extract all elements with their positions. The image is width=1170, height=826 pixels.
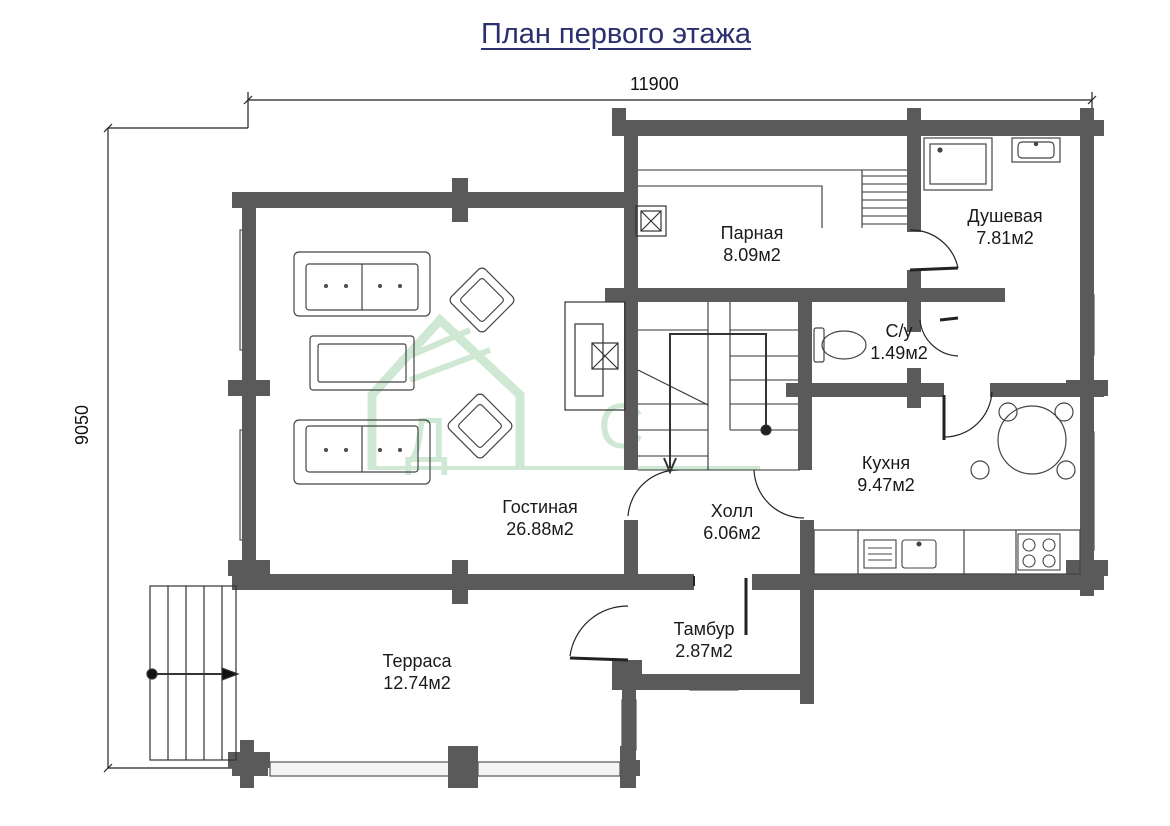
sofa-top xyxy=(293,251,431,317)
armchair-bottom xyxy=(447,393,513,459)
coffee-table xyxy=(309,335,415,391)
stove-top-icon xyxy=(1017,533,1061,571)
room-area: 8.09м2 xyxy=(723,245,781,265)
room-label-holl: Холл 6.06м2 xyxy=(686,500,778,544)
stove-icon xyxy=(564,205,667,411)
room-label-su: С/у 1.49м2 xyxy=(854,320,944,364)
room-name: С/у xyxy=(885,321,913,341)
steam-room-bench xyxy=(638,169,907,228)
room-area: 26.88м2 xyxy=(506,519,574,539)
staircase xyxy=(637,302,800,475)
kitchen-sink-icon xyxy=(863,539,937,569)
room-name: Терраса xyxy=(382,651,452,671)
room-area: 1.49м2 xyxy=(870,343,928,363)
room-name: Душевая xyxy=(967,206,1043,226)
room-label-terrasa: Терраса 12.74м2 xyxy=(362,650,472,694)
room-label-kukhnya: Кухня 9.47м2 xyxy=(836,452,936,496)
room-area: 12.74м2 xyxy=(383,673,451,693)
room-name: Кухня xyxy=(861,453,911,473)
width-dimension-label: 11900 xyxy=(630,74,679,94)
room-name: Тамбур xyxy=(673,619,735,639)
room-label-gostinaya: Гостиная 26.88м2 xyxy=(484,496,596,540)
toilet-icon xyxy=(813,327,867,363)
room-name: Холл xyxy=(710,501,754,521)
doors xyxy=(569,229,993,662)
kitchen-counter xyxy=(813,529,1081,575)
room-label-parnaya: Парная 8.09м2 xyxy=(700,222,804,266)
washbasin-icon xyxy=(1011,137,1061,163)
room-area: 9.47м2 xyxy=(857,475,915,495)
room-label-dushevaya: Душевая 7.81м2 xyxy=(950,205,1060,249)
room-name: Парная xyxy=(720,223,784,243)
plan-title: План первого этажа xyxy=(480,18,752,50)
sofa-bottom xyxy=(293,419,431,485)
room-name: Гостиная xyxy=(502,497,578,517)
dimension-lines xyxy=(103,92,1097,773)
room-area: 7.81м2 xyxy=(976,228,1034,248)
room-label-tambur: Тамбур 2.87м2 xyxy=(652,618,756,662)
armchair-top xyxy=(449,267,515,333)
dining-table xyxy=(970,402,1076,480)
shower-tray xyxy=(923,137,993,191)
room-area: 2.87м2 xyxy=(675,641,733,661)
windows xyxy=(239,229,1095,777)
watermark-letter-d: Д xyxy=(405,404,448,476)
room-area: 6.06м2 xyxy=(703,523,761,543)
porch-steps xyxy=(146,585,240,761)
walls xyxy=(228,108,1108,788)
height-dimension-label: 9050 xyxy=(72,404,92,445)
